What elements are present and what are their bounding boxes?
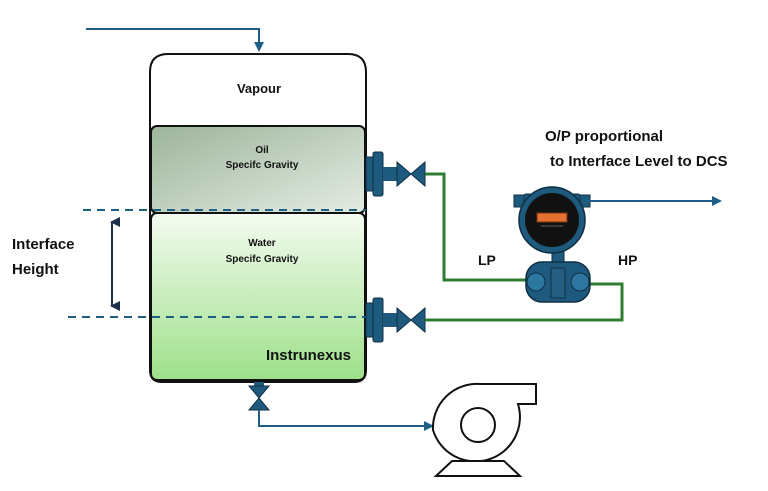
output-label-line1: O/P proportional (545, 128, 663, 145)
interface-height-label-line2: Height (12, 261, 59, 278)
lower-nozzle-flange-icon (365, 297, 397, 343)
upper-gate-valve-icon[interactable] (396, 160, 426, 188)
interface-height-label-line1: Interface (12, 236, 75, 253)
lp-impulse-line (425, 172, 526, 282)
upper-nozzle-flange-icon (365, 151, 397, 197)
oil-label: Oil (255, 145, 269, 156)
hp-label: HP (618, 252, 637, 268)
water-layer (150, 212, 366, 381)
pump-suction-line (258, 410, 434, 431)
water-specific-gravity-label: Specifc Gravity (226, 254, 299, 265)
bottom-gate-valve-icon[interactable] (247, 382, 271, 411)
brand-label: Instrunexus (266, 347, 351, 364)
hp-impulse-line (425, 282, 624, 322)
separator-vessel (149, 53, 367, 383)
lower-gate-valve-icon[interactable] (396, 306, 426, 334)
oil-specific-gravity-label: Specifc Gravity (226, 160, 299, 171)
lp-label: LP (478, 252, 496, 268)
vapour-label: Vapour (237, 81, 281, 96)
centrifugal-pump-icon[interactable] (431, 382, 537, 477)
water-label: Water (248, 238, 276, 249)
output-label-line2: to Interface Level to DCS (550, 153, 728, 170)
inlet-line (86, 28, 264, 52)
dp-transmitter-icon[interactable] (513, 186, 591, 303)
